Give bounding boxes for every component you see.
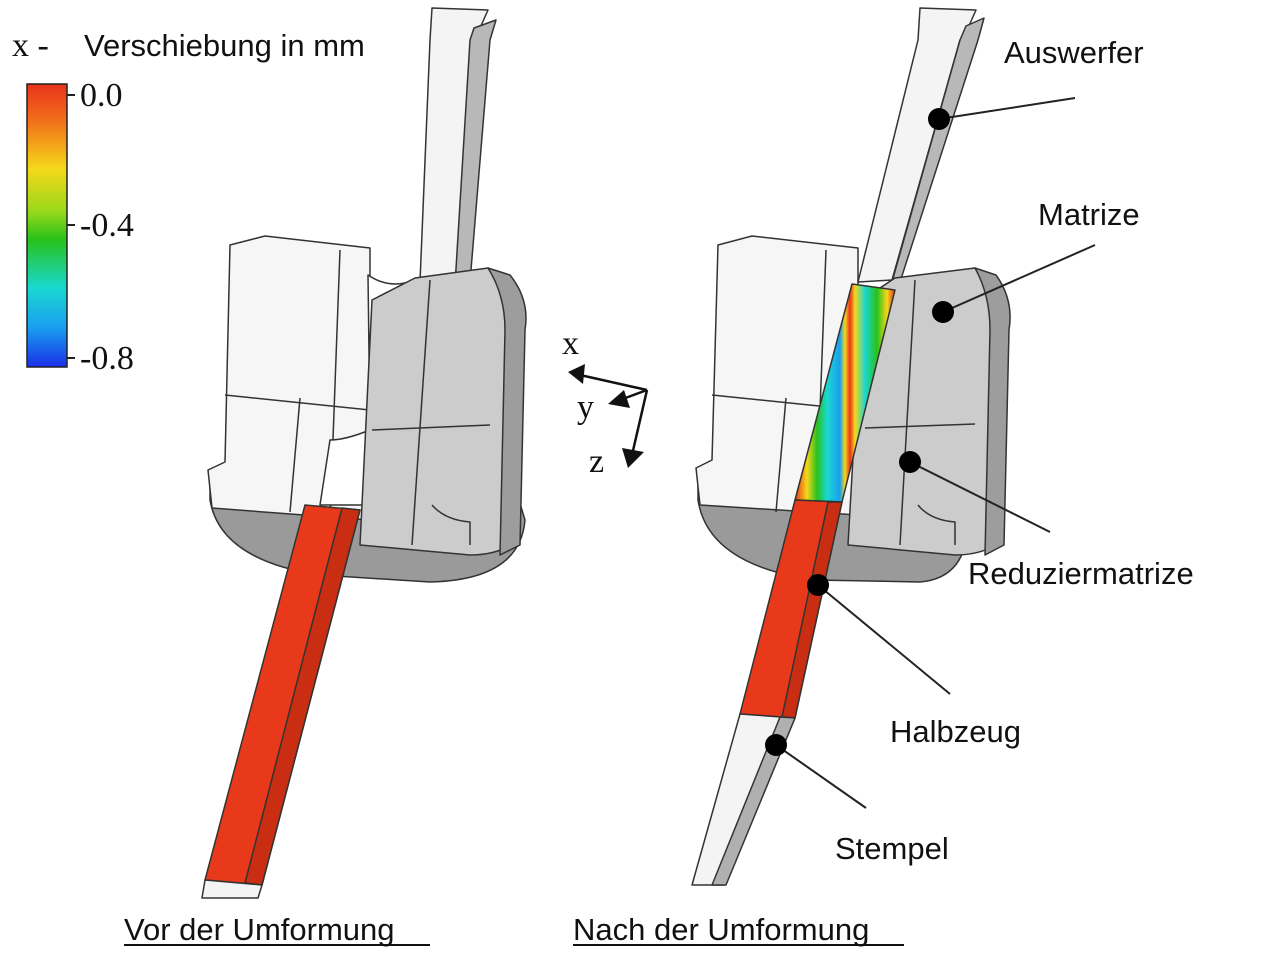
label-halbzeug: Halbzeug [890, 714, 1021, 749]
die-step [917, 504, 956, 545]
leader-halbzeug [817, 584, 951, 695]
die-block-right-side [487, 267, 527, 556]
marker-stempel [765, 734, 787, 756]
caption-before: Vor der Umformung [124, 912, 395, 947]
axis-x-arrow [579, 373, 648, 392]
die-block-right-side [974, 267, 1011, 556]
axis-x-arrowhead [568, 364, 585, 384]
legend-tick-label: -0.8 [80, 340, 134, 377]
legend-title: Verschiebung in mm [84, 28, 365, 63]
marker-reduziermatrize [899, 451, 921, 473]
assembly-after [691, 7, 1011, 886]
marker-halbzeug [807, 574, 829, 596]
legend-prefix: x - [12, 27, 49, 64]
die-seam [775, 397, 787, 513]
assembly-before [201, 7, 527, 899]
axis-y-label: y [577, 389, 594, 426]
captions: Vor der Umformung Nach der Umformung [124, 912, 904, 947]
label-reduziermatrize: Reduziermatrize [968, 556, 1194, 591]
leader-stempel [775, 744, 867, 809]
caption-after: Nach der Umformung [573, 912, 869, 947]
callouts [765, 97, 1096, 809]
marker-matrize [932, 301, 954, 323]
die-seam [289, 397, 301, 513]
color-legend: x - Verschiebung in mm 0.0 -0.4 -0.8 [12, 27, 365, 377]
label-stempel: Stempel [835, 831, 949, 866]
die-seam [899, 279, 916, 546]
punch-before [201, 879, 263, 899]
label-matrize: Matrize [1038, 197, 1140, 232]
label-auswerfer: Auswerfer [1004, 35, 1144, 70]
leader-matrize [942, 244, 1096, 313]
axis-y-arrowhead [608, 390, 630, 408]
marker-auswerfer [928, 108, 950, 130]
legend-tick-label: 0.0 [80, 77, 123, 114]
axis-z-arrowhead [622, 448, 644, 468]
axis-x-label: x [562, 325, 579, 362]
legend-colorbar [26, 83, 68, 368]
punch-after-side [711, 716, 796, 886]
component-labels: Auswerfer Matrize Reduziermatrize Halbze… [835, 35, 1194, 866]
die-seam [864, 423, 976, 429]
die-block-right [359, 267, 526, 556]
legend-tick-label: -0.4 [80, 207, 134, 244]
axis-z-label: z [589, 443, 604, 480]
leader-reduziermatrize [909, 461, 1051, 533]
die-seam [224, 394, 371, 411]
die-seam [411, 279, 431, 546]
die-step [431, 504, 471, 545]
die-seam [371, 424, 491, 431]
coordinate-axes: x y z [562, 325, 649, 480]
axis-z-arrow [630, 389, 649, 456]
leader-auswerfer [938, 97, 1076, 120]
